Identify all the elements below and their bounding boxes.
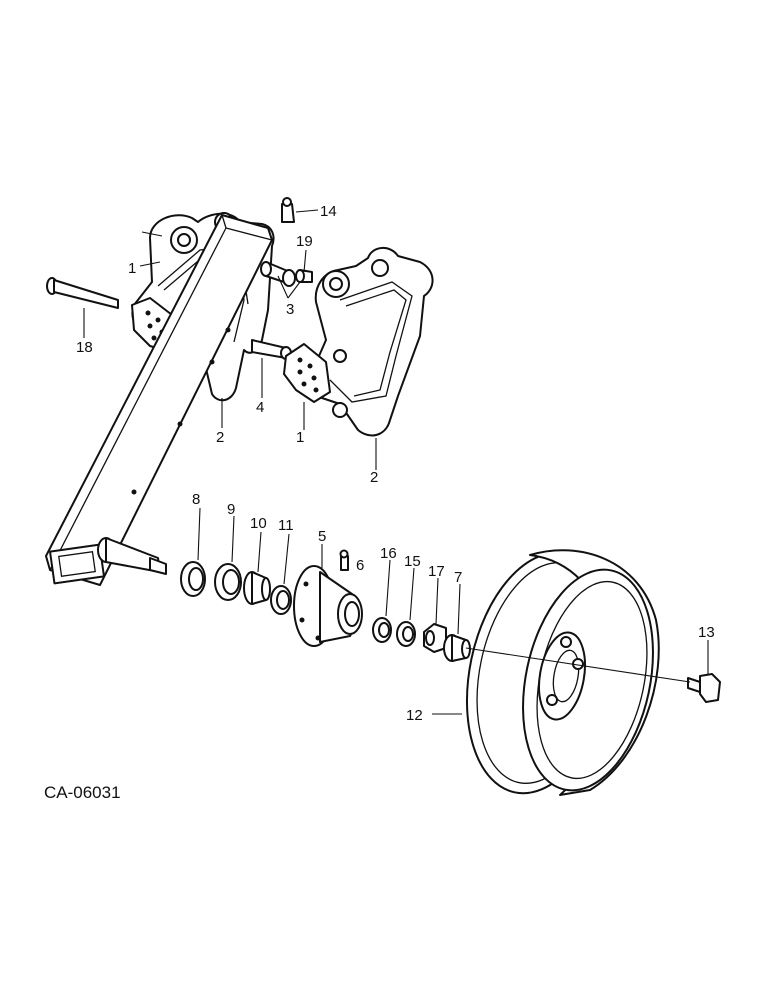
callout-15: 15 [404,553,421,570]
bearing-cone-15 [396,621,416,647]
callout-13: 13 [698,624,715,641]
bearing-cup-16 [372,617,392,643]
hub-5 [293,565,363,647]
callout-3: 3 [286,301,294,318]
callout-11: 11 [278,517,294,534]
callout-9: 9 [227,501,235,518]
seal-8 [180,561,206,597]
callout-2-left: 2 [216,429,224,446]
callout-8: 8 [192,491,200,508]
wheel-bolt-13 [687,673,721,703]
wheel-rim-12 [465,549,660,796]
leader-lines [83,209,709,715]
castle-nut-17 [423,623,447,653]
callout-4: 4 [256,399,264,416]
callout-6: 6 [356,557,364,574]
grease-fitting-6 [339,549,349,571]
pad-plate-right [283,343,331,403]
callout-5: 5 [318,528,326,545]
spindle-axle [97,537,167,575]
bracket-plate-right [311,247,434,437]
grease-fitting-14 [281,197,295,223]
bushing-3 [260,261,296,287]
callout-10: 10 [250,515,267,532]
callout-1-left: 1 [128,260,136,277]
bearing-cup-11 [270,585,292,615]
callout-labels: 1 1 2 2 3 4 5 6 7 8 9 10 11 12 13 14 15 … [76,203,715,724]
callout-7: 7 [454,569,462,586]
callout-17: 17 [428,563,445,580]
callout-2-right: 2 [370,469,378,486]
callout-19: 19 [296,233,313,250]
bearing-cup-9 [214,563,242,601]
drawing-code: CA-06031 [44,783,121,802]
callout-1-right: 1 [296,429,304,446]
bearing-cone-10 [243,571,271,605]
callout-18: 18 [76,339,93,356]
bolt-18 [46,277,119,309]
callout-12: 12 [406,707,423,724]
square-tube-arm [45,214,273,586]
callout-16: 16 [380,545,397,562]
callout-14: 14 [320,203,337,220]
